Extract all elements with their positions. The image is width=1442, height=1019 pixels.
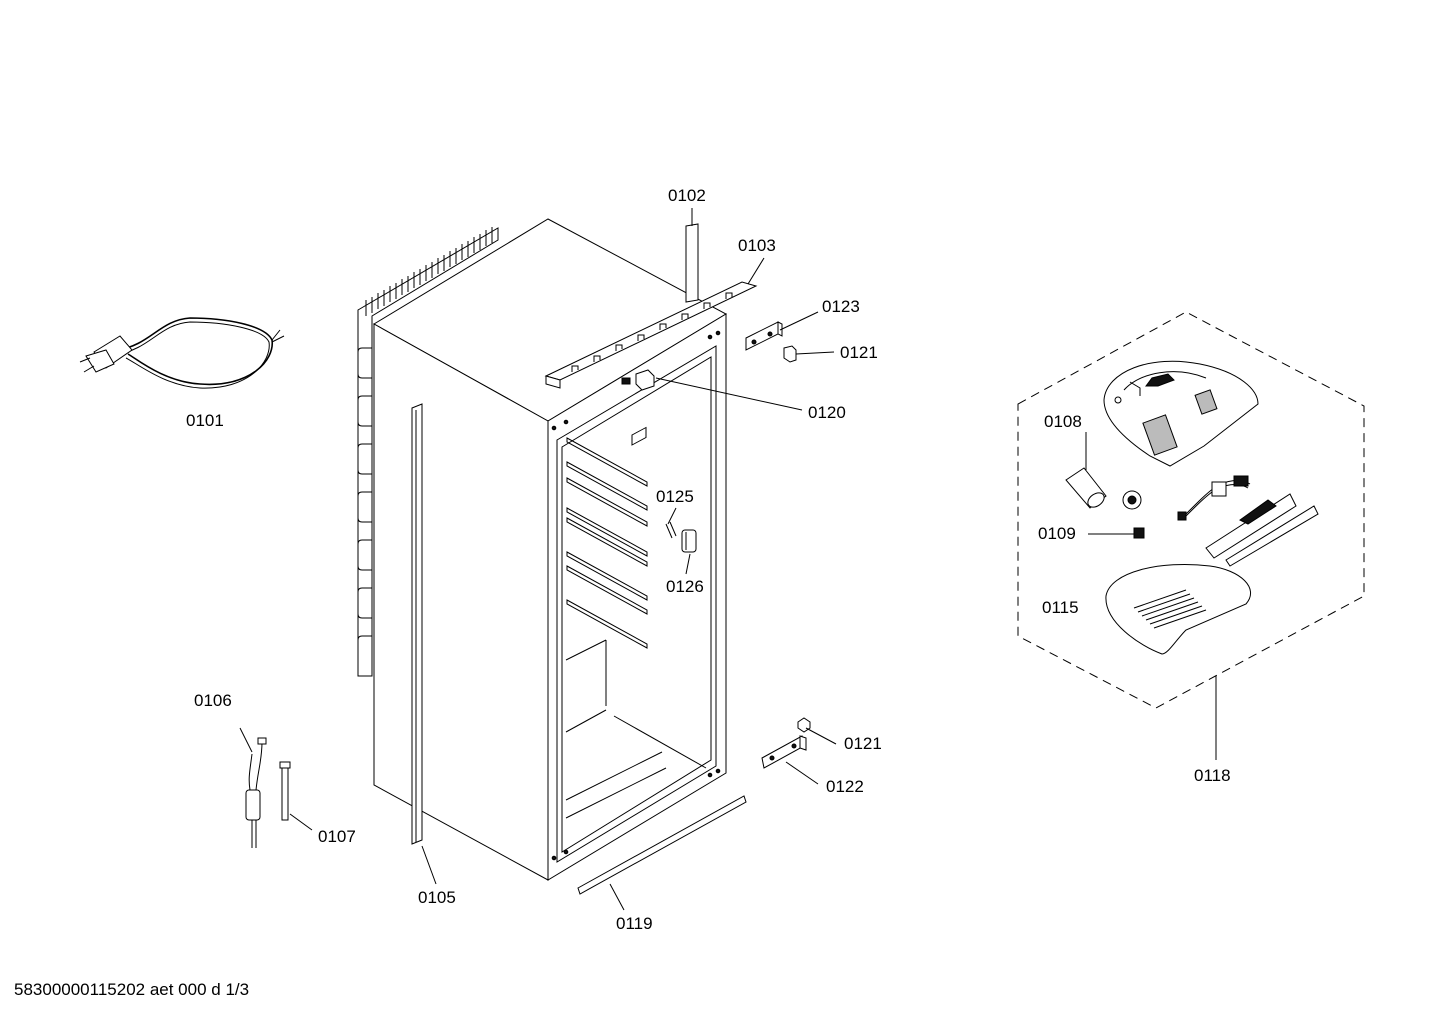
label-0106: 0106 xyxy=(194,691,232,710)
door-switch-part xyxy=(621,369,655,391)
label-0126: 0126 xyxy=(666,577,704,596)
label-0105: 0105 xyxy=(418,888,456,907)
sensor-part xyxy=(245,737,267,848)
top-bracket-part xyxy=(544,223,758,389)
label-0107: 0107 xyxy=(318,827,356,846)
label-0121-lower: 0121 xyxy=(844,734,882,753)
bottom-strip-part xyxy=(577,795,747,895)
label-0109: 0109 xyxy=(1038,524,1076,543)
label-0122: 0122 xyxy=(826,777,864,796)
condenser-coil xyxy=(357,227,499,677)
lamp-wiring-part xyxy=(1177,475,1251,521)
label-0108: 0108 xyxy=(1044,412,1082,431)
part-labels: 0102 0103 0123 0121 0101 0120 0125 0126 … xyxy=(186,186,1231,933)
lamp-switch-part xyxy=(1133,527,1145,539)
label-0115: 0115 xyxy=(1042,598,1079,617)
vertical-strip-part xyxy=(411,403,423,845)
label-0119: 0119 xyxy=(616,914,653,933)
power-cord-part xyxy=(79,317,285,389)
lamp-assembly-group xyxy=(1017,311,1365,709)
clip-part xyxy=(665,521,677,539)
lamp-housing-part xyxy=(1103,360,1259,467)
label-0101: 0101 xyxy=(186,411,224,430)
label-0102: 0102 xyxy=(668,186,706,205)
sensor-tube-part xyxy=(279,761,291,821)
thermostat-knob-part xyxy=(681,529,697,553)
upper-hinge-part xyxy=(745,321,797,363)
label-0125: 0125 xyxy=(656,487,694,506)
leader-lines xyxy=(239,208,1217,911)
label-0121-upper: 0121 xyxy=(840,343,878,362)
label-0123: 0123 xyxy=(822,297,860,316)
label-0120: 0120 xyxy=(808,403,846,422)
lamp-cover-part xyxy=(1105,563,1252,655)
lamp-bulb-part xyxy=(1065,467,1107,509)
lamp-socket-part xyxy=(1122,490,1142,510)
lower-hinge-part xyxy=(761,717,811,769)
drawing-reference-footer: 58300000115202 aet 000 d 1/3 xyxy=(14,980,250,999)
label-0103: 0103 xyxy=(738,236,776,255)
label-0118: 0118 xyxy=(1194,766,1231,785)
control-panel-part xyxy=(1205,493,1319,567)
